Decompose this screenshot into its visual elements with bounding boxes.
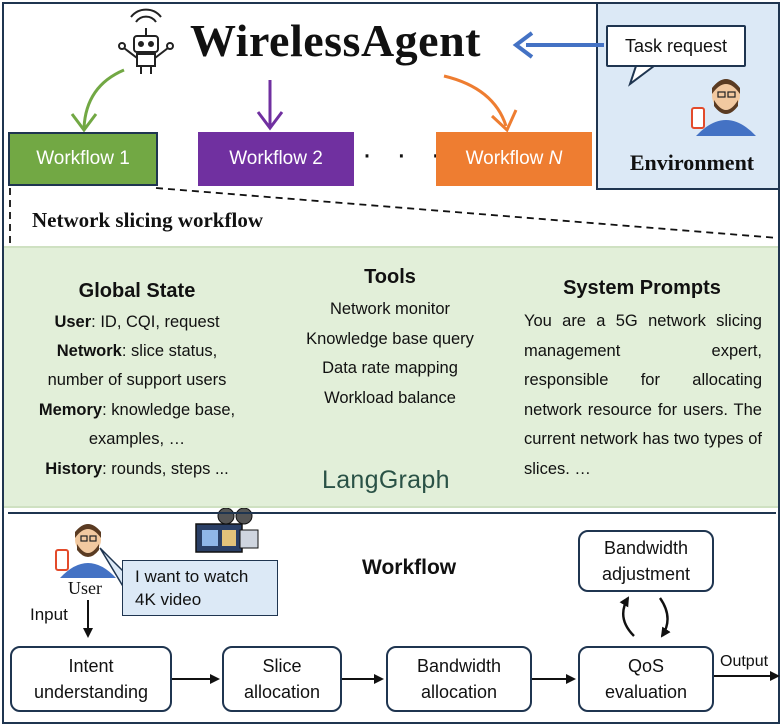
workflow-n-box: Workflow N [436,132,592,186]
workflow-ellipsis: · · · [362,138,449,171]
workflow-section [8,512,776,724]
task-request-arrow-head [512,31,534,59]
environment-label: Environment [629,150,755,175]
arrow-to-workflow-2-head [256,111,284,131]
video-film-icon [195,507,259,553]
diagram-title: WirelessAgent [190,15,481,66]
global-state-line: number of support users [47,371,227,389]
tools-title: Tools [364,266,416,288]
global-state-line: examples, … [88,430,186,448]
global-state-line: Memory: knowledge base, [38,401,236,419]
workflow-1-box: Workflow 1 [8,132,158,186]
slice-panel [4,246,778,508]
robot-icon [118,8,174,74]
user-label: User [68,578,102,598]
global-state-title: Global State [78,280,196,302]
user-bubble-tail [99,547,125,589]
user-request-line: I want to watch [135,567,249,586]
tool-item: Data rate mapping [322,359,458,377]
langgraph-wordmark: LangGraph [322,466,450,494]
system-prompts-title: System Prompts [563,277,721,299]
task-request-bubble: Task request [606,25,746,67]
task-bubble-tail [628,65,655,87]
network-slicing-label: Network slicing workflow [32,208,263,232]
user-request-bubble: I want to watch 4K video [122,560,278,616]
global-state-line: Network: slice status, [56,342,218,360]
input-label: Input [30,605,68,624]
arrow-to-workflow-1-head [70,113,98,133]
person-icon-user [55,524,116,578]
arrow-to-workflow-n-head [490,109,518,133]
loop-arrow-up [619,596,635,637]
person-icon-environment [691,79,756,136]
arrow-to-workflow-1 [82,68,125,129]
tool-item: Network monitor [329,300,451,318]
output-label: Output [720,653,769,670]
user-request-line: 4K video [135,590,202,609]
arrow-to-workflow-n [443,74,508,127]
workflow-n-prefix: Workflow [465,148,549,169]
global-state-line: User: ID, CQI, request [54,313,220,331]
global-state-line: History: rounds, steps ... [45,460,229,478]
tool-item: Knowledge base query [306,330,474,348]
workflow-n-variable: N [548,148,563,169]
tool-item: Workload balance [324,389,456,407]
loop-arrow-down [659,597,671,638]
workflow-2-box: Workflow 2 [198,132,354,186]
system-prompts-text: You are a 5G network slicing management … [524,312,762,478]
expand-dash-right [155,187,779,239]
workflow-title: Workflow [362,556,457,579]
